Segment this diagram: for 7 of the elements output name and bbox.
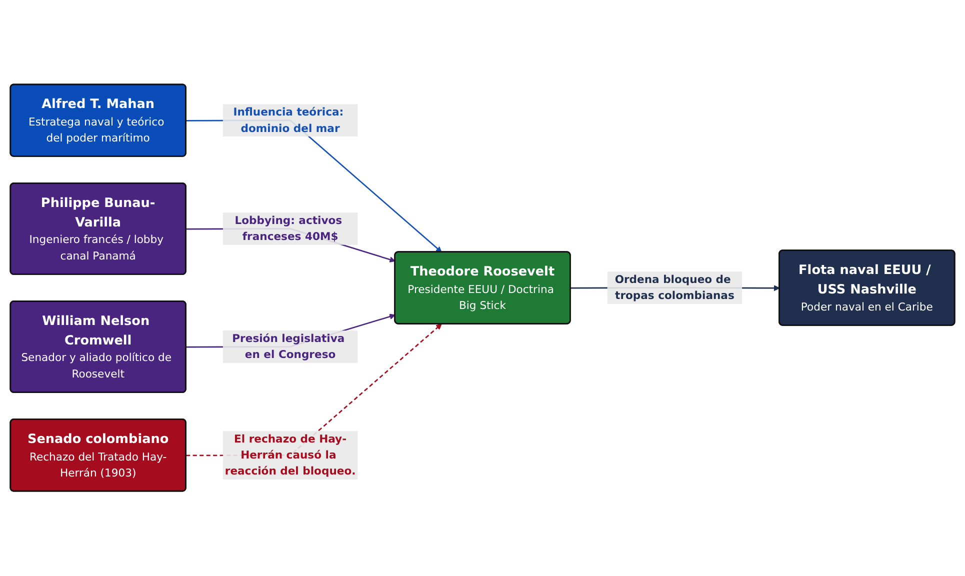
- edge-label: Presión legislativa en el Congreso: [232, 332, 345, 362]
- arrow: [186, 120, 442, 253]
- edge-label: Lobbying: activos franceses 40M$: [234, 214, 342, 244]
- edge-label: El rechazo de Hay-Herrán causó la reacción del bloqueo.: [224, 432, 356, 478]
- arrow: [186, 324, 442, 456]
- edge-label: Ordena bloqueo de tropas colombianas: [614, 273, 734, 302]
- edge-label: Influencia teórica: dominio del mar: [233, 106, 344, 135]
